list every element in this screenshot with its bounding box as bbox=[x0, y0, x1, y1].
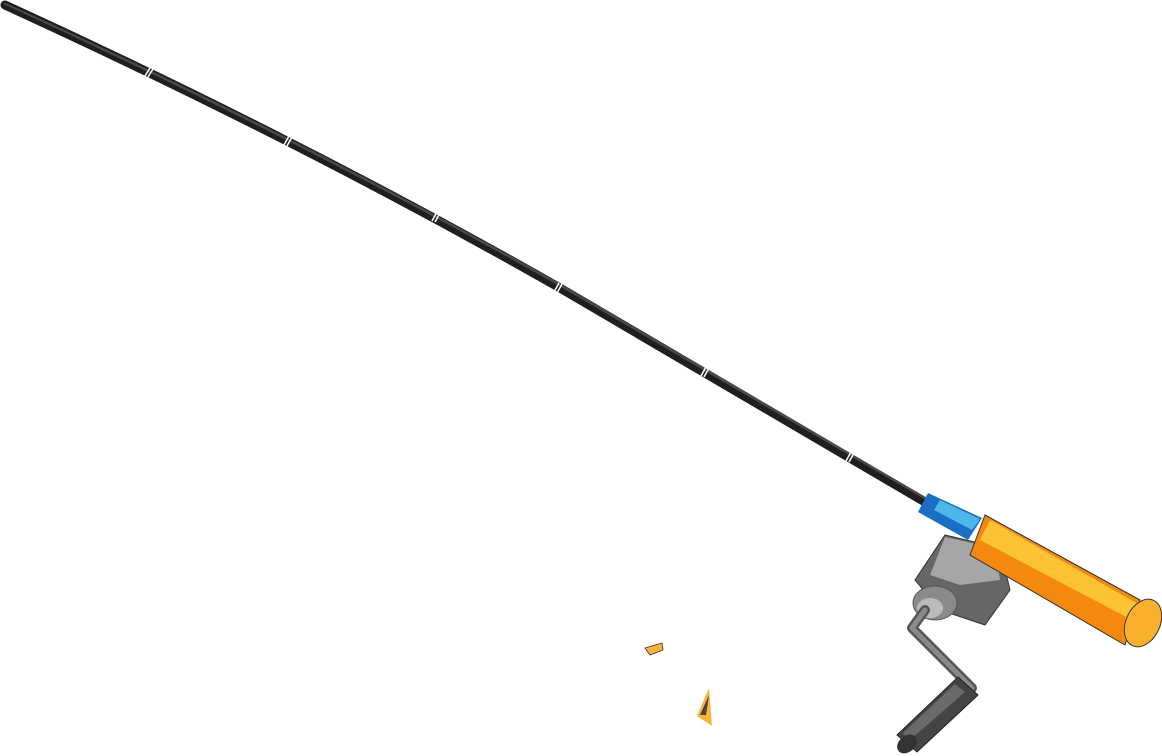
rod-blank bbox=[0, 0, 935, 510]
handle bbox=[969, 514, 1162, 648]
bait-pieces bbox=[644, 642, 712, 726]
crank-arm bbox=[907, 605, 977, 693]
ferrule bbox=[918, 493, 982, 540]
crank-knob bbox=[896, 676, 979, 754]
rod-bands bbox=[144, 67, 855, 463]
